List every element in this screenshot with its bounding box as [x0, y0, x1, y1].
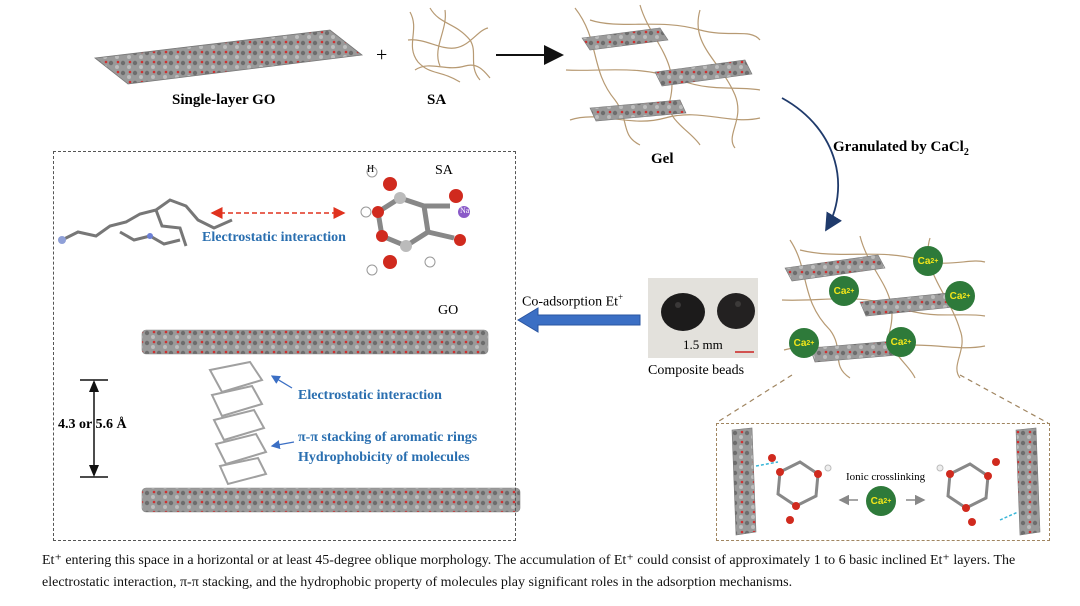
ca-charge: 2+: [930, 257, 939, 265]
co-adsorption-sup: +: [618, 292, 624, 302]
granulated-label: Granulated by CaCl2: [833, 139, 969, 158]
granulated-arrow: [781, 97, 843, 232]
pi-stacking-label: π-π stacking of aromatic rings: [298, 430, 478, 445]
composite-beads-photo: [648, 278, 758, 358]
na-atom-label: Na: [460, 206, 470, 215]
spacing-label: 4.3 or 5.6 Å: [58, 417, 127, 432]
ca-charge: 2+: [806, 339, 815, 347]
composite-beads-label: Composite beads: [648, 363, 745, 378]
co-adsorption-arrow: [517, 307, 641, 333]
co-adsorption-text: Co-adsorption Et: [522, 294, 619, 310]
plus-sign: +: [376, 44, 388, 66]
ca-charge: 2+: [903, 338, 912, 346]
hydrophobicity-label: Hydrophobicity of molecules: [298, 450, 470, 465]
mechanism-panel: [53, 151, 516, 541]
go-sheet-lower: [141, 487, 521, 513]
h-atom-label: H: [367, 164, 375, 175]
sa-fiber-network: [407, 7, 491, 83]
bead-scale-label: 1.5 mm: [683, 337, 723, 352]
ca-text: Ca: [949, 290, 963, 302]
sa-top-label: SA: [427, 92, 447, 108]
go-label: GO: [438, 303, 459, 318]
single-layer-go-sheet: [93, 29, 364, 85]
ca-text: Ca: [833, 285, 847, 297]
ca-charge: 2+: [883, 497, 892, 505]
single-layer-go-label: Single-layer GO: [172, 92, 276, 108]
figure-caption: Et⁺ entering this space in a horizontal …: [42, 553, 1016, 590]
ionic-crosslinking-label: Ionic crosslinking: [846, 471, 926, 483]
crosslinked-gel: [781, 235, 986, 379]
ca-charge: 2+: [846, 287, 855, 295]
et-intercalated-stack: [208, 360, 268, 486]
go-sheet-upper: [141, 329, 489, 355]
electrostatic-top-label: Electrostatic interaction: [202, 230, 346, 245]
ca-text: Ca: [917, 255, 931, 267]
granulated-subscript: 2: [963, 147, 969, 158]
electrostatic-mid-label: Electrostatic interaction: [298, 388, 442, 403]
sa-molecule-label: SA: [435, 163, 453, 178]
ca-text: Ca: [870, 495, 884, 507]
co-adsorption-label: Co-adsorption Et+: [522, 292, 623, 311]
ca-charge: 2+: [962, 292, 971, 300]
granulated-text: Granulated by CaCl: [833, 139, 964, 155]
crosslink-zoom-box: [716, 423, 1050, 541]
gel-label: Gel: [651, 151, 674, 167]
gel-composite: [565, 4, 761, 149]
sa-molecule: [360, 166, 470, 276]
ionic-crosslink-detail: [731, 427, 1041, 536]
ca-text: Ca: [890, 336, 904, 348]
ca-text: Ca: [793, 337, 807, 349]
